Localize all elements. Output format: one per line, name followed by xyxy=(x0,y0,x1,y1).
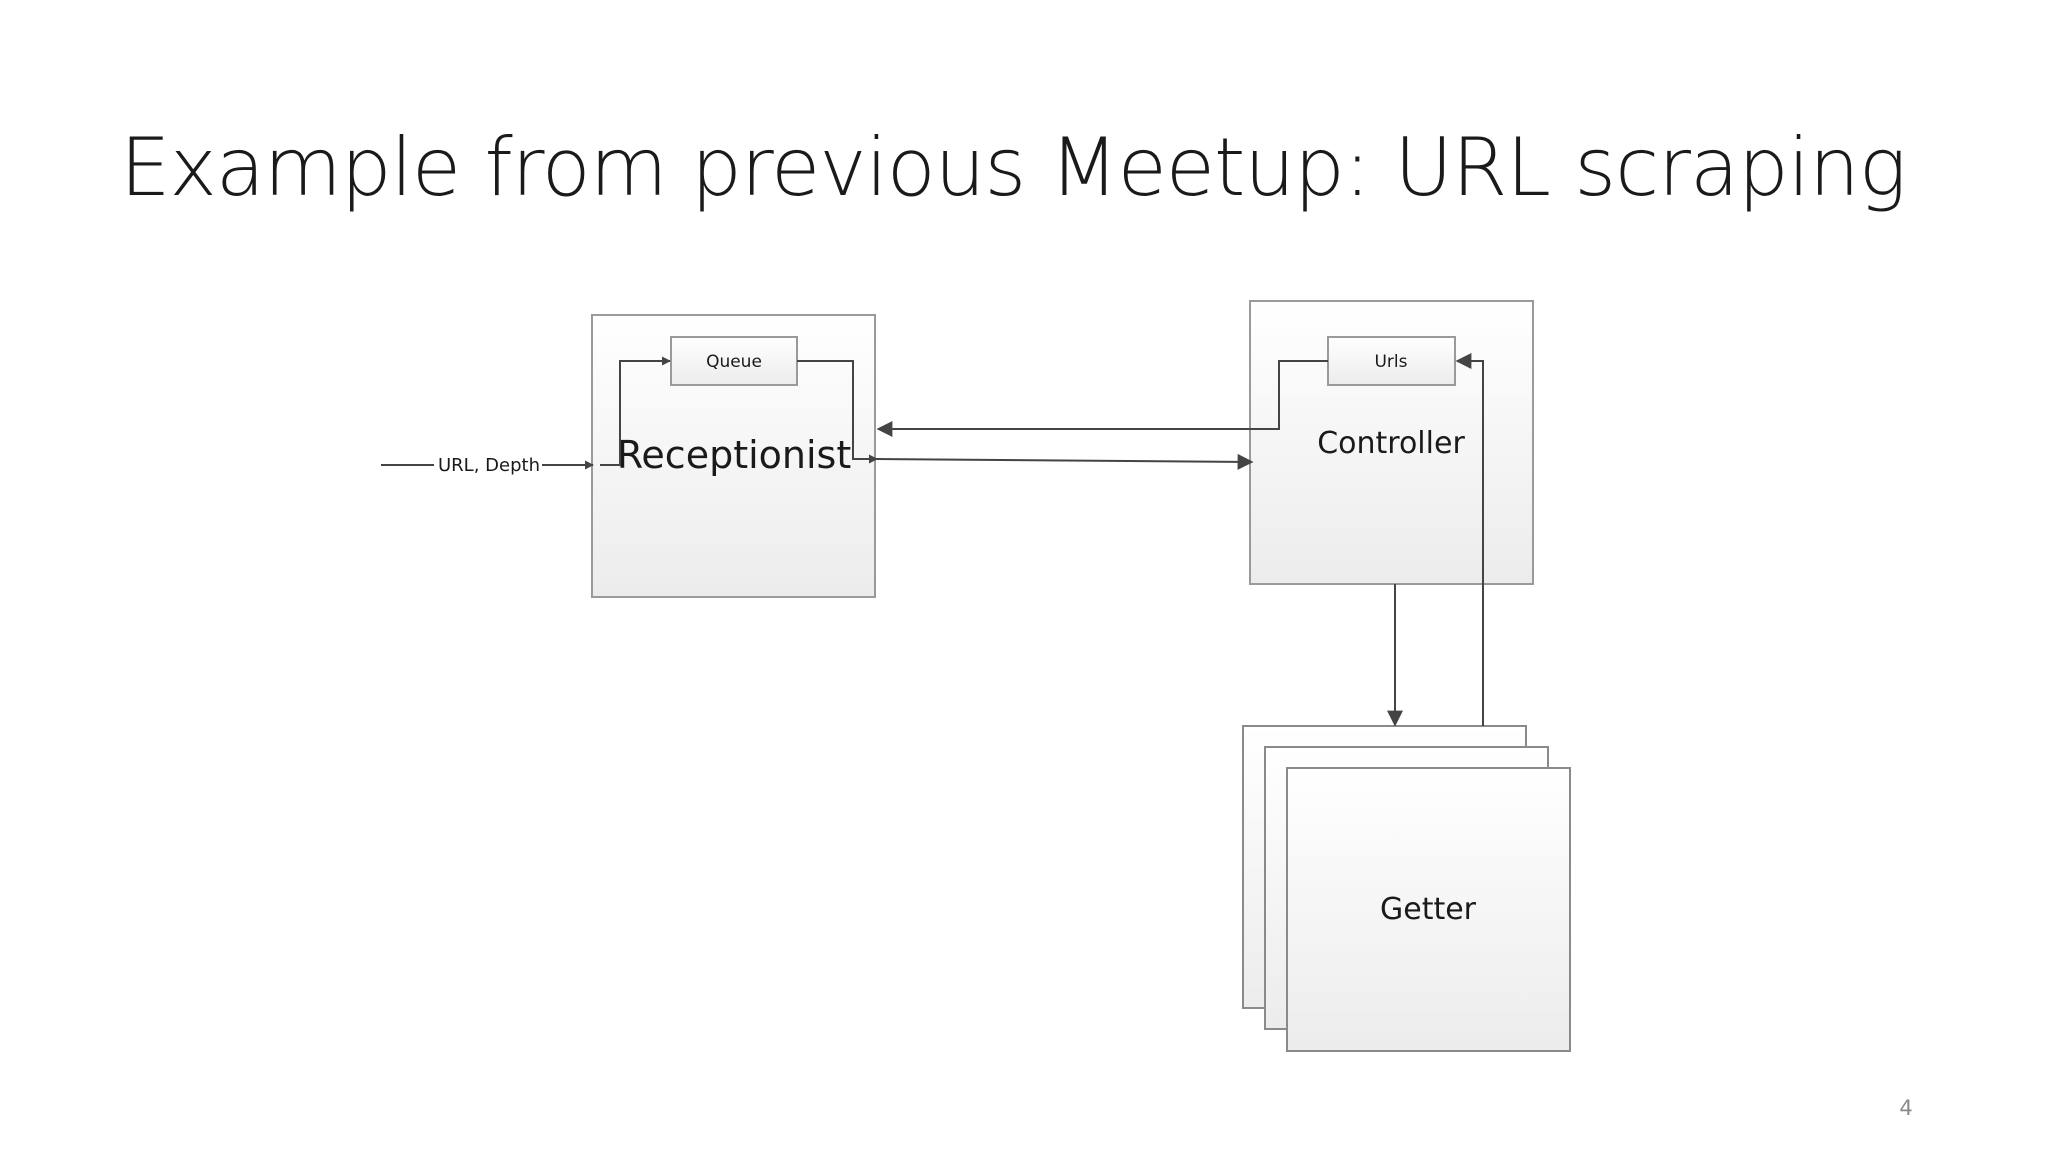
urls-label: Urls xyxy=(1374,352,1407,372)
receptionist-label: Receptionist xyxy=(617,433,852,477)
slide-title: Example from previous Meetup: URL scrapi… xyxy=(120,121,1907,214)
controller-to-receptionist-arrow xyxy=(876,360,1328,437)
input-label: URL, Depth xyxy=(438,455,540,476)
queue-box xyxy=(670,336,798,386)
getter-box-front xyxy=(1286,767,1571,1052)
receptionist-to-controller-arrow xyxy=(876,453,1254,470)
urls-box xyxy=(1327,336,1456,386)
getter-to-urls-arrow xyxy=(1455,353,1484,726)
to-queue-connector xyxy=(600,356,671,466)
from-queue-connector xyxy=(797,360,878,464)
getter-label: Getter xyxy=(1380,892,1477,927)
page-number: 4 xyxy=(1899,1096,1913,1120)
controller-label: Controller xyxy=(1317,426,1465,461)
queue-label: Queue xyxy=(706,352,762,372)
